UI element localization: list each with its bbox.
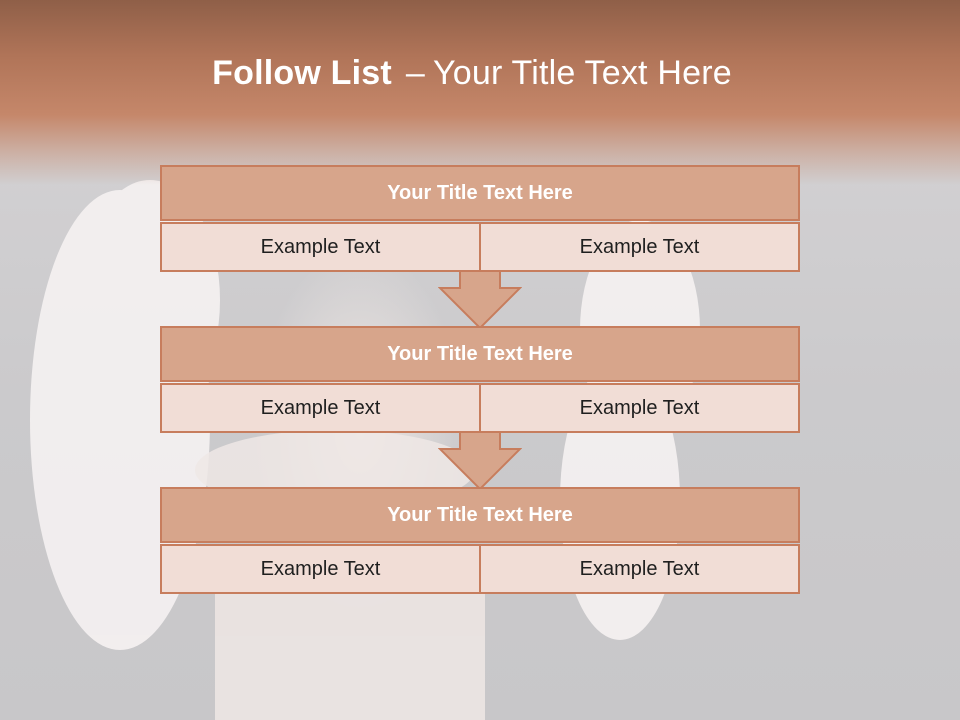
block-row: Example Text Example Text xyxy=(160,222,800,272)
down-arrow-icon xyxy=(438,431,522,491)
block-title: Your Title Text Here xyxy=(160,326,800,382)
block-row: Example Text Example Text xyxy=(160,544,800,594)
slide-title-bold: Follow List xyxy=(212,54,392,92)
down-arrow-icon xyxy=(438,270,522,330)
block-cell-left: Example Text xyxy=(160,544,481,594)
block-cell-right: Example Text xyxy=(481,222,800,272)
list-block-3: Your Title Text Here Example Text Exampl… xyxy=(160,487,800,594)
list-block-2: Your Title Text Here Example Text Exampl… xyxy=(160,326,800,433)
block-cell-right: Example Text xyxy=(481,383,800,433)
block-cell-left: Example Text xyxy=(160,222,481,272)
header-band xyxy=(0,0,960,185)
slide-title-separator: – xyxy=(405,54,426,92)
block-cell-right: Example Text xyxy=(481,544,800,594)
block-title: Your Title Text Here xyxy=(160,487,800,543)
slide-title-rest: Your Title Text Here xyxy=(433,54,732,92)
block-cell-left: Example Text xyxy=(160,383,481,433)
block-title: Your Title Text Here xyxy=(160,165,800,221)
slide-title: Follow List–Your Title Text Here xyxy=(0,54,944,93)
list-block-1: Your Title Text Here Example Text Exampl… xyxy=(160,165,800,272)
block-row: Example Text Example Text xyxy=(160,383,800,433)
